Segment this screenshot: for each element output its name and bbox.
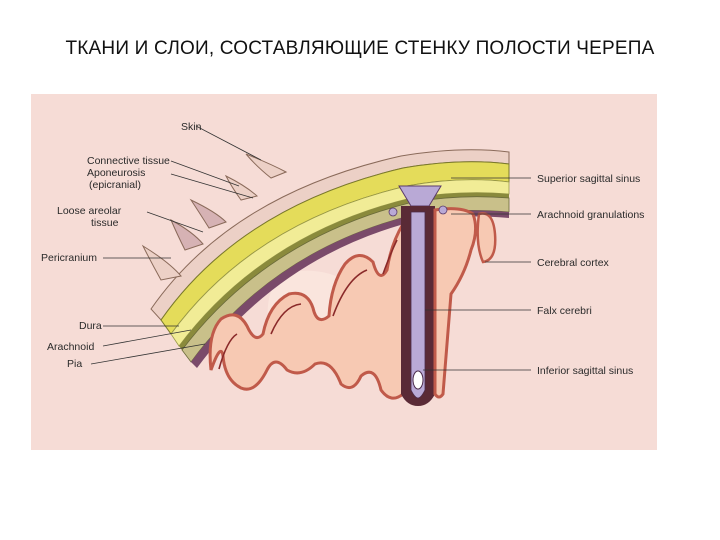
inferior-sagittal-sinus [412, 370, 424, 390]
dura-layer [191, 210, 509, 368]
skin-flap [141, 244, 182, 281]
label-pia: Pia [67, 358, 82, 370]
scalp-layers-diagram: Skin Connective tissue Aponeurosis (epic… [31, 94, 657, 450]
anatomy-figure: Skin Connective tissue Aponeurosis (epic… [31, 94, 657, 450]
label-aponeurosis: Aponeurosis [87, 167, 145, 179]
left-gyri [208, 218, 405, 400]
label-epicranial: (epicranial) [89, 179, 141, 191]
label-loose-areolar: Loose areolar [57, 205, 122, 217]
label-dura: Dura [79, 320, 102, 332]
falx-inner [410, 211, 426, 399]
label-superior-sagittal-sinus: Superior sagittal sinus [537, 173, 640, 185]
slide-title: ТКАНИ И СЛОИ, СОСТАВЛЯЮЩИЕ СТЕНКУ ПОЛОСТ… [65, 38, 655, 59]
skin-flap [169, 218, 204, 251]
pericranium-layer [179, 192, 509, 350]
label-connective-tissue: Connective tissue [87, 155, 170, 167]
skin-flap [189, 198, 227, 229]
label-arachnoid-granulations: Arachnoid granulations [537, 209, 644, 221]
label-arachnoid: Arachnoid [47, 341, 94, 353]
right-gyrus-tip [476, 212, 497, 264]
cerebral-cortex [208, 218, 405, 400]
label-inferior-sagittal-sinus: Inferior sagittal sinus [537, 365, 633, 377]
label-skin: Skin [181, 121, 202, 133]
leader-lines [90, 125, 531, 371]
label-falx-cerebri: Falx cerebri [537, 305, 592, 317]
label-cerebral-cortex: Cerebral cortex [537, 257, 610, 269]
label-pericranium: Pericranium [41, 252, 97, 264]
arachnoid-granulation [438, 205, 448, 215]
sulci-lines [218, 239, 398, 370]
arachnoid-granulation [388, 207, 398, 217]
label-tissue: tissue [91, 217, 119, 229]
right-gyri [433, 207, 478, 399]
